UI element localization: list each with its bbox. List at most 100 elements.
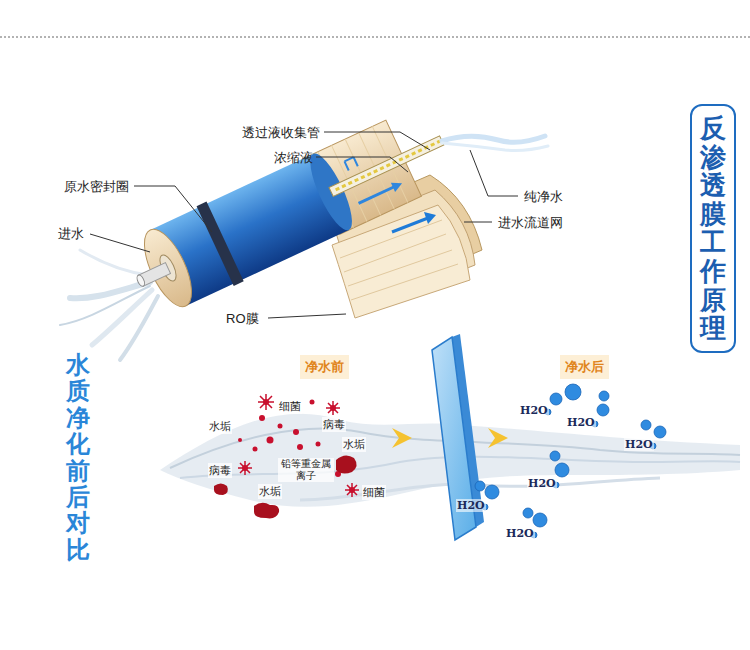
contaminants: [263, 399, 269, 405]
contaminants: [214, 394, 359, 518]
water-bubble: [475, 481, 485, 491]
stage-tag: 净水前: [300, 355, 349, 379]
ro-cartridge: [336, 141, 440, 190]
bacteria-icon: [238, 394, 359, 497]
contaminants: [297, 444, 303, 450]
pure-water-stream: [442, 136, 545, 142]
contaminants: [278, 424, 283, 429]
scale-blob: [214, 455, 357, 518]
leader-lines: [324, 132, 430, 150]
water-bubble: [523, 508, 533, 518]
molecule-label: H2O: [624, 438, 654, 451]
leader-lines: [268, 314, 346, 318]
contaminants: [253, 447, 258, 452]
molecule-label: H2O: [527, 477, 557, 490]
flow-arrow: [488, 428, 508, 448]
bacteria-icon: [258, 394, 274, 410]
inlet-spray: [120, 296, 158, 360]
contaminants: [238, 399, 355, 493]
stage-tag: 净水后: [560, 355, 609, 379]
contaminants: [330, 405, 336, 411]
contaminants: [310, 400, 315, 405]
water-bubble: [533, 513, 547, 527]
part-label: 进水流道网: [498, 214, 563, 232]
ro-cartridge: [359, 187, 395, 204]
water-bubble: [550, 393, 562, 405]
membrane-sheets: [340, 220, 458, 300]
leader-lines: [134, 186, 212, 232]
membrane-sheets: [392, 218, 428, 232]
inlet-spray: [92, 290, 152, 345]
bacteria-icon: [238, 461, 252, 475]
part-label: 原水密封圈: [64, 178, 129, 196]
ro-cartridge: [119, 100, 460, 321]
water-bubble: [641, 420, 651, 430]
leader-lines: [464, 222, 492, 223]
title: 反渗透膜工作原理: [700, 114, 726, 343]
scale-blob: [214, 484, 228, 496]
contaminants: [259, 415, 265, 421]
leader-lines: [90, 234, 150, 252]
flow-arrow: [392, 428, 412, 448]
ro-cartridge: [329, 136, 444, 197]
tag-text: 净水前: [305, 358, 349, 376]
leader-lines: [316, 157, 408, 172]
contaminants: [293, 429, 299, 435]
part-label: 进水: [58, 225, 84, 243]
pure-water-stream: [442, 136, 548, 151]
dashed-rule: [0, 37, 750, 38]
molecule-label: H2O: [519, 404, 549, 417]
part-label: 细菌: [278, 399, 302, 414]
water-bubble: [654, 426, 666, 438]
ro-cartridge: [344, 157, 357, 170]
bacteria-icon: [326, 401, 340, 415]
part-label: RO膜: [226, 310, 259, 328]
ro-cartridge: [136, 274, 147, 287]
contaminants: [316, 442, 321, 447]
part-label: 浓缩液: [274, 149, 313, 167]
water-bubble: [599, 391, 609, 401]
part-label: 病毒: [208, 463, 232, 478]
inlet-spray: [80, 250, 148, 275]
water-bubble: [565, 384, 581, 400]
membrane-sheets: [424, 212, 436, 224]
inlet-spray: [60, 250, 158, 360]
water-bubble: [550, 451, 560, 461]
part-label: 铅等重金属 离子: [278, 458, 334, 482]
water-bubble: [475, 384, 666, 538]
leader-lines: [90, 132, 518, 318]
pure-water-stream: [442, 143, 548, 151]
molecule-label: H2O: [456, 499, 486, 512]
bacteria-icon: [345, 483, 359, 497]
scale-blob: [254, 503, 279, 519]
inlet-spray: [70, 282, 150, 298]
part-label: 透过液收集管: [242, 124, 320, 142]
contaminants: [242, 465, 248, 471]
part-label: 水垢: [208, 419, 232, 434]
ro-cartridge: [197, 201, 244, 285]
title-frame: 反渗透膜工作原理: [690, 104, 736, 353]
leader-lines: [470, 150, 518, 196]
molecule-label: H2O: [505, 527, 535, 540]
molecule-label: H2O: [566, 416, 596, 429]
part-label: 纯净水: [524, 188, 563, 206]
contaminants: [349, 487, 355, 493]
part-label: 细菌: [362, 485, 386, 500]
part-label: 病毒: [322, 417, 346, 432]
part-label: 水垢: [342, 437, 366, 452]
water-bubble: [485, 485, 499, 499]
ro-cartridge: [135, 223, 201, 313]
contaminants: [267, 437, 274, 444]
water-bubble: [555, 463, 569, 477]
scale-blob: [336, 455, 357, 473]
contaminants: [238, 438, 242, 442]
inlet-spray: [60, 286, 150, 325]
tag-text: 净水后: [565, 358, 609, 376]
section-heading: 水质净化前后对比: [66, 352, 90, 563]
ro-cartridge: [391, 179, 404, 192]
flow-arrow: [392, 428, 508, 448]
water-bubble: [597, 404, 609, 416]
part-label: 水垢: [258, 484, 282, 499]
